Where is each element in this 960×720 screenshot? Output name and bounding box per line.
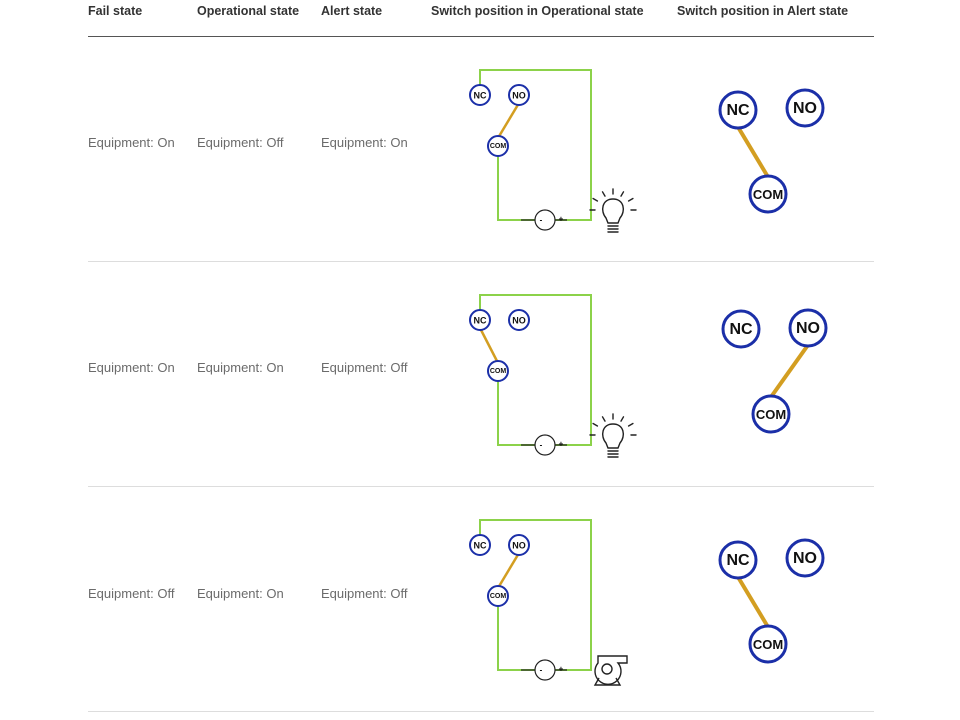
terminal-nc: NC (469, 84, 491, 106)
row-divider (88, 711, 874, 712)
terminal-nc-ring (721, 309, 761, 349)
header-switch-alert: Switch position in Alert state (677, 4, 849, 18)
power-source-plus: + (559, 665, 564, 674)
alert-switch-diagram: NC NO COM (718, 88, 825, 214)
switch-contact (736, 575, 770, 629)
terminal-com: COM (487, 360, 509, 382)
terminal-no: NO (508, 534, 530, 556)
row-divider (88, 261, 874, 262)
header-switch-operational: Switch position in Operational state (431, 4, 644, 18)
terminal-nc: NC (718, 90, 758, 130)
cell-fail-state: Equipment: On (88, 135, 175, 150)
cell-operational-state: Equipment: On (197, 586, 284, 601)
terminal-no: NO (785, 88, 825, 128)
terminal-nc-label: NC (726, 102, 750, 119)
cell-alert-state: Equipment: Off (321, 360, 408, 375)
power-source-plus: + (559, 215, 564, 224)
circuit-wire (479, 294, 592, 446)
terminal-no-ring (508, 534, 530, 556)
switch-contact (496, 552, 521, 589)
terminal-nc-label: NC (474, 91, 487, 101)
alert-switch-diagram: NC NO COM (721, 308, 828, 434)
terminal-nc-label: NC (726, 552, 750, 569)
power-source-minus: - (540, 216, 543, 225)
terminal-nc-label: NC (729, 321, 753, 338)
power-source-icon: -+ (521, 209, 567, 231)
light-bulb-icon (589, 188, 637, 233)
terminal-no-ring (788, 308, 828, 348)
terminal-com-label: COM (490, 368, 507, 375)
terminal-nc: NC (718, 540, 758, 580)
terminal-com-ring (748, 624, 788, 664)
terminal-com: COM (487, 585, 509, 607)
terminal-com: COM (487, 135, 509, 157)
circuit-wire (479, 519, 592, 671)
alert-switch-diagram: NC NO COM (718, 538, 825, 664)
terminal-no-label: NO (512, 91, 526, 101)
terminal-com-label: COM (490, 593, 507, 600)
terminal-no: NO (508, 84, 530, 106)
cell-operational-state: Equipment: On (197, 360, 284, 375)
header-divider (88, 36, 874, 37)
power-source-minus: - (540, 441, 543, 450)
terminal-no: NO (788, 308, 828, 348)
terminal-nc-ring (718, 540, 758, 580)
terminal-nc-ring (469, 309, 491, 331)
terminal-com: COM (751, 394, 791, 434)
terminal-no-ring (508, 84, 530, 106)
header-operational-state: Operational state (197, 4, 300, 18)
power-source-icon: -+ (521, 659, 567, 681)
row-divider (88, 486, 874, 487)
terminal-com-ring (748, 174, 788, 214)
header-fail-state: Fail state (88, 4, 143, 18)
terminal-com-ring (751, 394, 791, 434)
terminal-com-label: COM (756, 407, 786, 422)
terminal-no-label: NO (796, 320, 820, 337)
terminal-nc: NC (469, 309, 491, 331)
terminal-nc: NC (469, 534, 491, 556)
terminal-com-ring (487, 585, 509, 607)
cell-alert-state: Equipment: Off (321, 586, 408, 601)
terminal-nc-label: NC (474, 316, 487, 326)
terminal-com-ring (487, 360, 509, 382)
cell-operational-state: Equipment: Off (197, 135, 284, 150)
power-source-plus: + (559, 440, 564, 449)
switch-contact (769, 343, 810, 399)
terminal-no: NO (785, 538, 825, 578)
cell-fail-state: Equipment: Off (88, 586, 175, 601)
cell-alert-state: Equipment: On (321, 135, 408, 150)
power-source-icon: -+ (521, 434, 567, 456)
terminal-com-ring (487, 135, 509, 157)
circuit-wire (479, 69, 592, 221)
terminal-nc-ring (469, 534, 491, 556)
power-source-minus: - (540, 666, 543, 675)
light-bulb-icon (589, 413, 637, 458)
terminal-no-ring (785, 538, 825, 578)
terminal-com: COM (748, 624, 788, 664)
terminal-nc-ring (469, 84, 491, 106)
terminal-nc-label: NC (474, 541, 487, 551)
terminal-com-label: COM (753, 187, 783, 202)
terminal-no-label: NO (512, 541, 526, 551)
terminal-no-ring (785, 88, 825, 128)
terminal-no-label: NO (793, 100, 817, 117)
switch-contact (478, 327, 500, 364)
terminal-no-ring (508, 309, 530, 331)
terminal-no-label: NO (512, 316, 526, 326)
fan-icon (593, 655, 628, 686)
terminal-com-label: COM (490, 143, 507, 150)
terminal-no: NO (508, 309, 530, 331)
terminal-com-label: COM (753, 637, 783, 652)
header-alert-state: Alert state (321, 4, 383, 18)
terminal-nc-ring (718, 90, 758, 130)
switch-contact (736, 125, 770, 179)
cell-fail-state: Equipment: On (88, 360, 175, 375)
terminal-no-label: NO (793, 550, 817, 567)
switch-contact (496, 102, 521, 139)
terminal-com: COM (748, 174, 788, 214)
terminal-nc: NC (721, 309, 761, 349)
